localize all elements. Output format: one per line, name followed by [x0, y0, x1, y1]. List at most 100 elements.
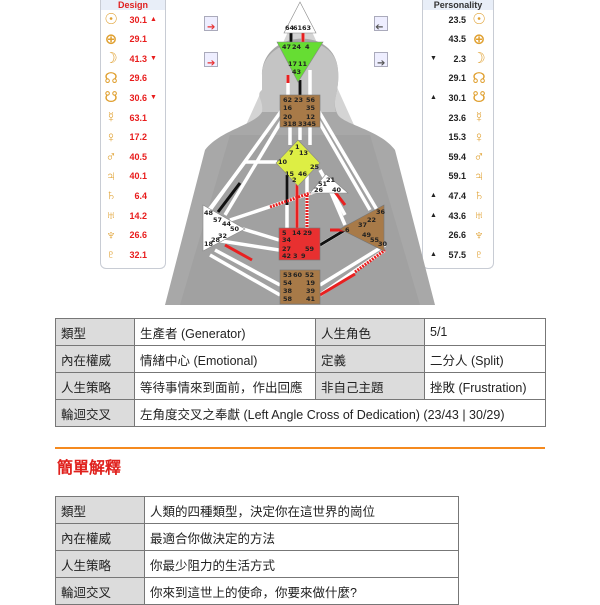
- gate-line-value: 23.5: [448, 14, 466, 25]
- explain-label: 人生策略: [55, 550, 145, 578]
- gate-label: 6: [345, 226, 350, 234]
- gate-line-value: 43.6: [448, 210, 466, 221]
- gate-label: 15: [285, 170, 295, 178]
- arrow-right-icon: ➔: [377, 58, 386, 69]
- throat-center: [279, 94, 321, 128]
- gate-label: 59: [305, 245, 315, 253]
- gate-line-value: 29.6: [129, 73, 147, 84]
- table-row: 類型 生產者 (Generator) 人生角色 5/1: [55, 318, 546, 346]
- type-label: 類型: [55, 318, 135, 346]
- design-row-mars: ♂40.5: [101, 147, 165, 166]
- arrow-left-icon: ➔: [375, 22, 384, 33]
- mars-icon: ♂: [473, 148, 485, 166]
- gate-label: 54: [283, 279, 293, 287]
- table-row: 輪迴交叉 左角度交叉之奉獻 (Left Angle Cross of Dedic…: [55, 399, 546, 427]
- gate-label: 56: [306, 96, 316, 104]
- gate-label: 24: [292, 43, 302, 51]
- explanation-table: 類型 人類的四種類型，決定你在這世界的崗位 內在權威 最適合你做決定的方法 人生…: [55, 496, 459, 605]
- gate-line-value: 59.1: [448, 171, 466, 182]
- spleen-center: [202, 204, 246, 252]
- gate-line-value: 30.1: [129, 14, 147, 25]
- mars-icon: ♂: [105, 148, 117, 166]
- gate-label: 2: [292, 176, 297, 184]
- personality-prev-button[interactable]: ➔: [374, 16, 388, 33]
- root-center: [279, 269, 321, 305]
- gate-label: 58: [283, 295, 293, 303]
- gate-label: 20: [283, 113, 293, 121]
- bodygraph-chart: 64 61 63 47 24 4 17 11 43 62 23 56 16 35…: [165, 1, 435, 305]
- gate-label: 50: [230, 225, 240, 233]
- gate-line-value: 26.6: [448, 230, 466, 241]
- personality-row-south-node: ▲30.1☋: [423, 88, 493, 107]
- direction-arrow-icon: ▼: [430, 55, 437, 63]
- gate-labels: 64 61 63 47 24 4 17 11 43 62 23 56 16 35…: [204, 24, 388, 303]
- gate-label: 12: [306, 113, 315, 121]
- design-row-sun: ☉ 30.1▲: [101, 10, 165, 29]
- gate-label: 32: [218, 232, 227, 240]
- personality-next-button[interactable]: ➔: [374, 52, 388, 69]
- definition-label: 定義: [315, 345, 425, 373]
- arrow-right-icon: ➔: [207, 58, 216, 69]
- personality-row-mercury: 23.6☿: [423, 108, 493, 127]
- design-header: Design: [101, 0, 165, 10]
- gate-label: 49: [362, 231, 372, 239]
- info-table: 類型 生產者 (Generator) 人生角色 5/1 內在權威 情緒中心 (E…: [55, 318, 546, 427]
- explain-value: 最適合你做決定的方法: [144, 523, 459, 551]
- gate-label: 46: [298, 170, 308, 178]
- explain-label: 內在權威: [55, 523, 145, 551]
- gate-label: 14: [292, 229, 302, 237]
- gate-label: 26: [314, 186, 324, 194]
- gate-label: 41: [306, 295, 316, 303]
- gate-label: 1: [295, 143, 300, 151]
- gate-line-value: 15.3: [448, 132, 466, 143]
- design-panel: Design ☉30.1▲⊕29.1☽41.3▼☊29.6☋30.6▼☿63.1…: [100, 0, 166, 269]
- gate-line-value: 17.2: [129, 132, 147, 143]
- gate-line-value: 30.1: [448, 92, 466, 103]
- gate-label: 4: [305, 43, 310, 51]
- gate-line-value: 2.3: [453, 53, 466, 64]
- table-row: 人生策略 等待事情來到面前，作出回應 非自己主題 挫敗 (Frustration…: [55, 372, 546, 400]
- gate-label: 43: [292, 68, 301, 76]
- saturn-icon: ♄: [473, 187, 485, 205]
- gate-label: 28: [211, 236, 221, 244]
- neptune-icon: ♆: [105, 226, 117, 244]
- design-prev-button[interactable]: ➔: [204, 16, 218, 33]
- explain-value: 你最少阻力的生活方式: [144, 550, 459, 578]
- gate-label: 42: [282, 252, 291, 260]
- not-self-theme-label: 非自己主題: [315, 372, 425, 400]
- gate-label: 36: [376, 208, 386, 216]
- personality-row-moon: ▼2.3☽: [423, 49, 493, 68]
- gate-label: 19: [306, 279, 316, 287]
- personality-panel: Personality 23.5☉43.5⊕▼2.3☽29.1☊▲30.1☋23…: [422, 0, 494, 269]
- gate-label: 17: [288, 60, 297, 68]
- design-next-button[interactable]: ➔: [204, 52, 218, 69]
- south-node-icon: ☋: [104, 89, 118, 107]
- gate-label: 31: [283, 120, 293, 128]
- direction-arrow-icon: ▼: [150, 55, 157, 63]
- gate-label: 18: [204, 240, 214, 248]
- gate-label: 16: [283, 104, 293, 112]
- gate-label: 64: [285, 24, 295, 32]
- gate-label: 45: [307, 120, 317, 128]
- section-divider: [55, 447, 545, 449]
- gate-label: 7: [289, 149, 294, 157]
- gate-label: 40: [332, 186, 342, 194]
- gate-label: 35: [306, 104, 316, 112]
- personality-row-north-node: 29.1☊: [423, 69, 493, 88]
- design-row-earth: ⊕29.1: [101, 30, 165, 49]
- gate-label: 11: [298, 60, 308, 68]
- direction-arrow-icon: ▲: [430, 212, 437, 219]
- gate-label: 9: [301, 252, 306, 260]
- gate-label: 44: [222, 220, 232, 228]
- design-row-mercury: ☿63.1: [101, 108, 165, 127]
- gate-label: 62: [283, 96, 292, 104]
- table-row: 內在權威 情緒中心 (Emotional) 定義 二分人 (Split): [55, 345, 546, 373]
- direction-arrow-icon: ▲: [150, 16, 157, 23]
- sun-icon: ☉: [104, 11, 118, 28]
- gate-label: 27: [282, 245, 291, 253]
- gate-line-value: 29.1: [448, 73, 466, 84]
- gate-line-value: 26.6: [129, 230, 147, 241]
- jupiter-icon: ♃: [105, 167, 117, 185]
- design-row-jupiter: ♃40.1: [101, 167, 165, 186]
- gate-label: 37: [358, 221, 367, 229]
